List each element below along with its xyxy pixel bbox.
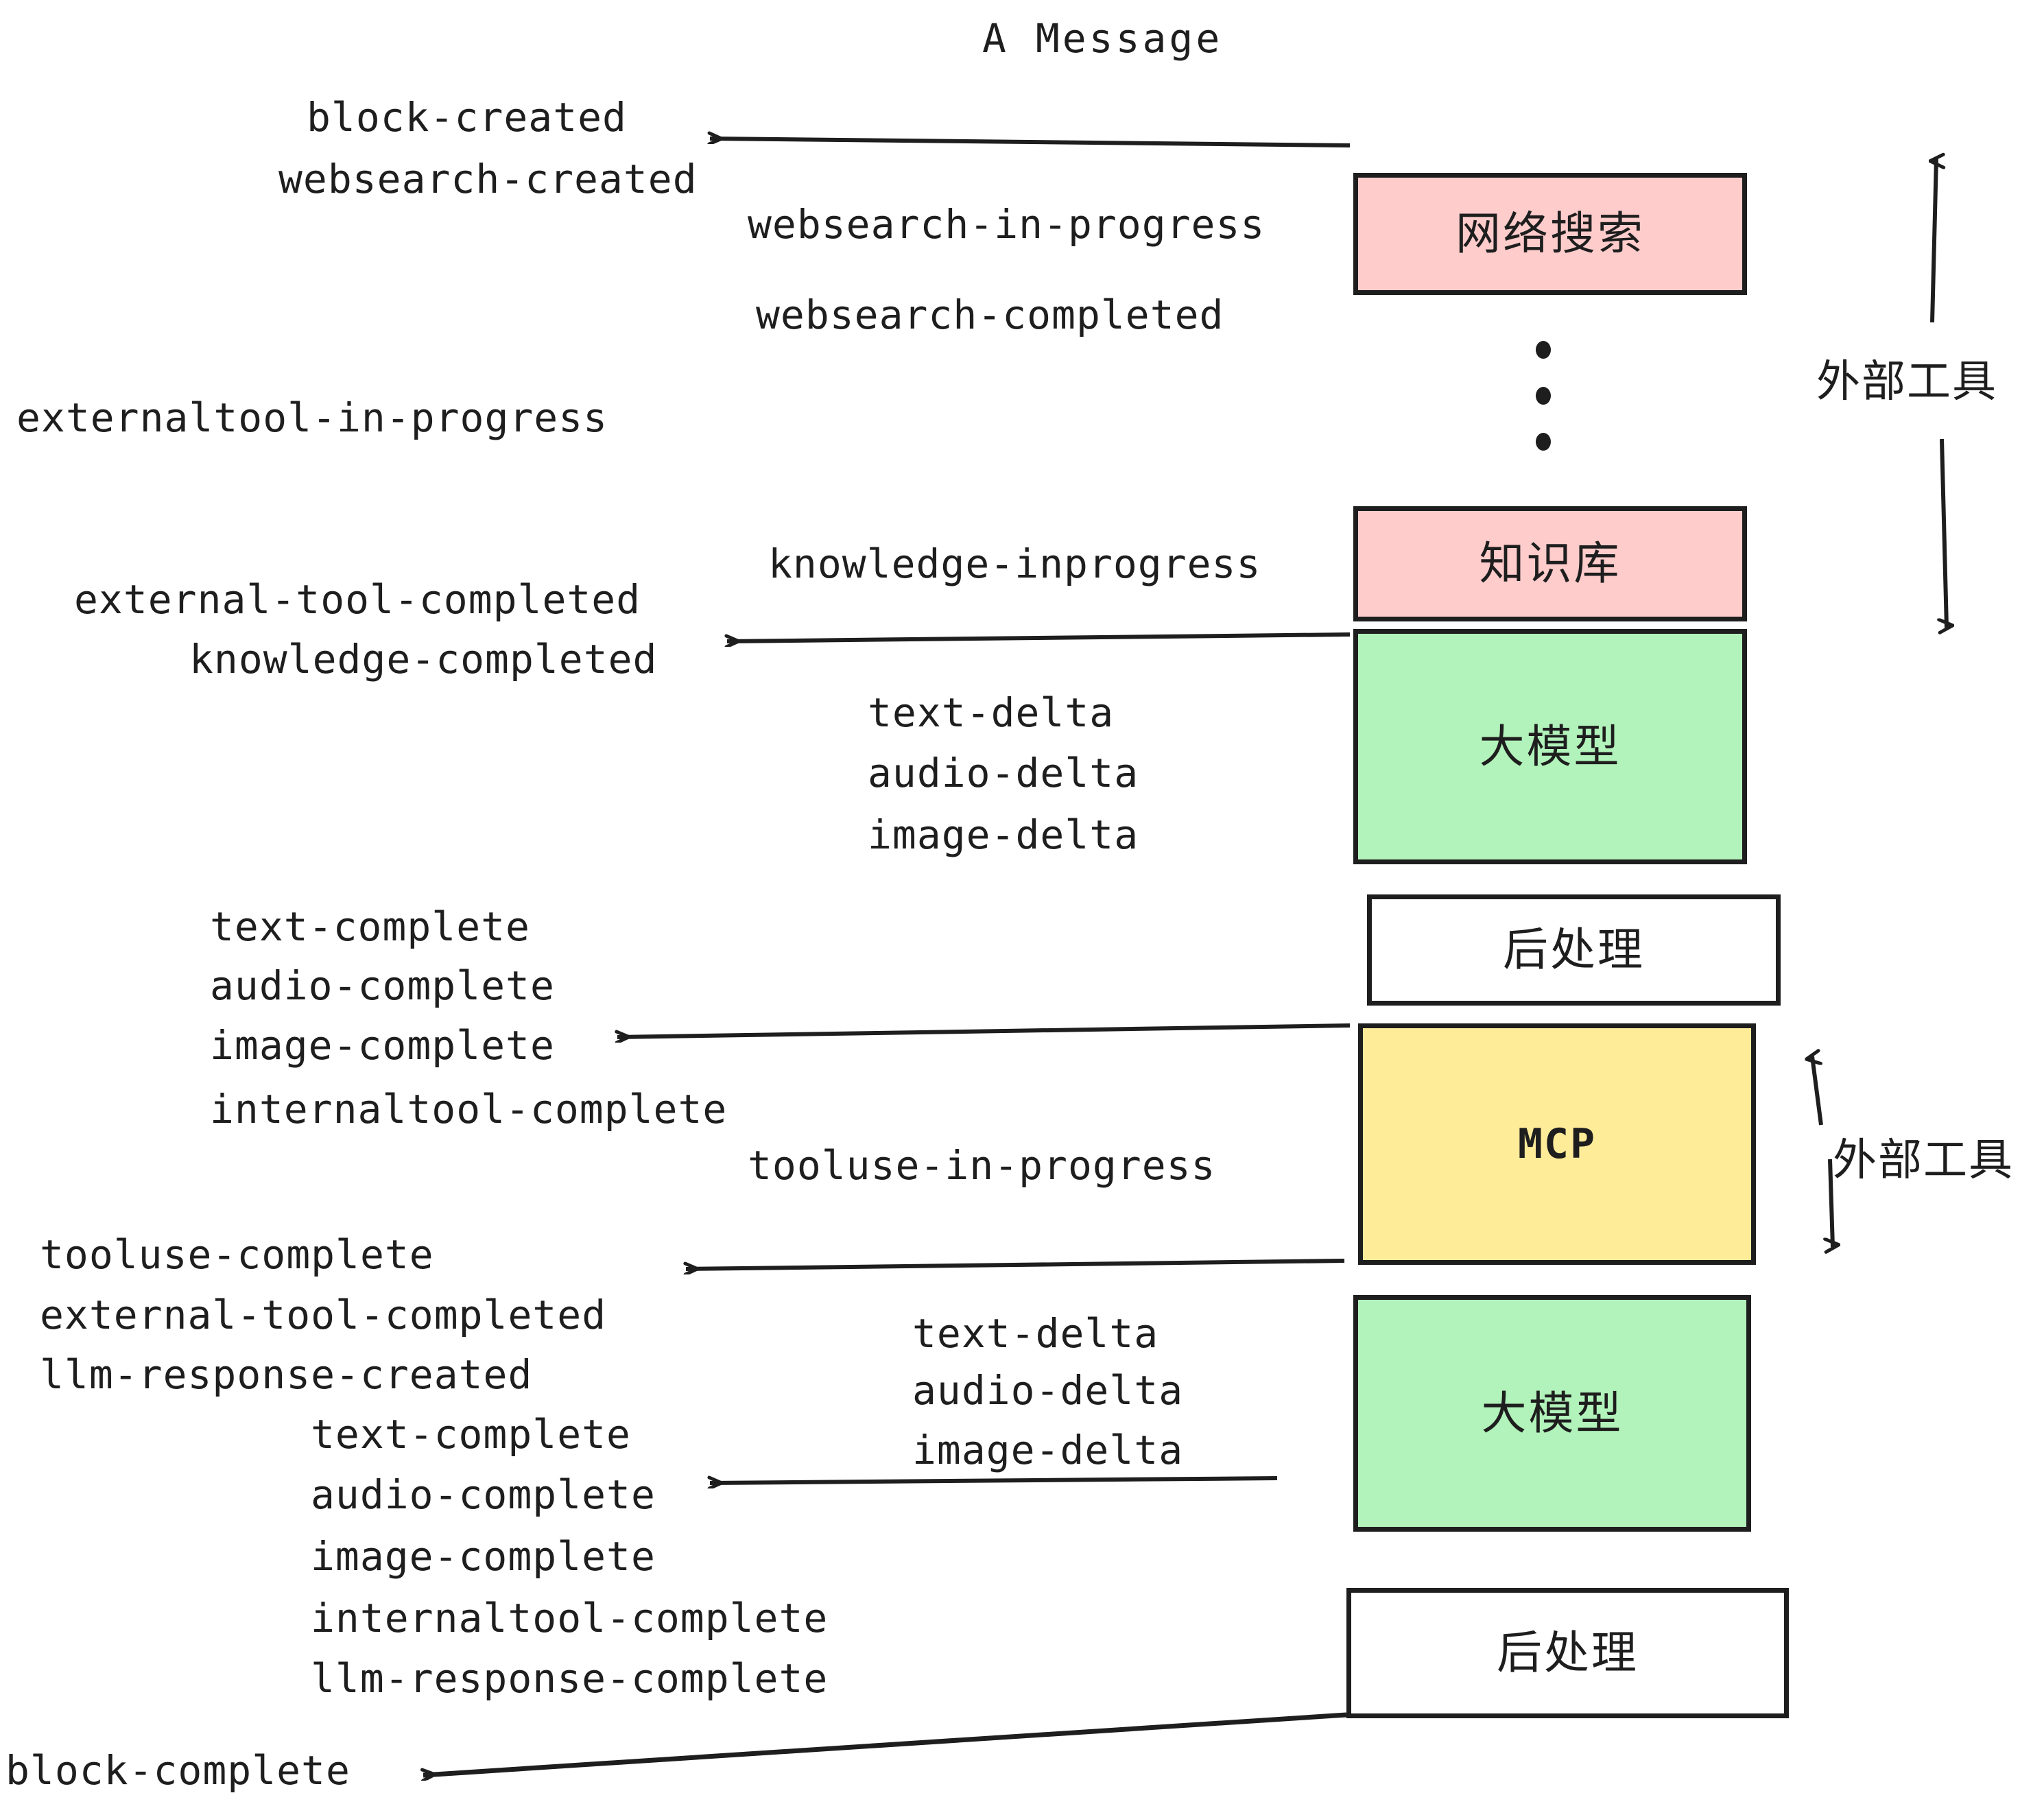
event-label-external-tool-completed-1: external-tool-completed <box>74 576 641 623</box>
box-websearch[interactable]: 网络搜索 <box>1353 173 1747 295</box>
event-label-text-delta-1: text-delta <box>868 689 1115 736</box>
box-llm-upper[interactable]: 大模型 <box>1353 629 1747 864</box>
dot-2 <box>1536 387 1551 405</box>
event-label-externaltool-in-progress: externaltool-in-progress <box>16 394 608 441</box>
arrow-mcp-to-tooluse-complete <box>686 1259 1345 1269</box>
arrow-llm-to-audio-complete <box>710 1478 1278 1483</box>
arrow-postprocess-to-block-complete <box>423 1712 1347 1775</box>
event-label-block-created: block-created <box>307 94 627 141</box>
event-label-text-delta-2: text-delta <box>912 1310 1159 1357</box>
event-label-websearch-completed: websearch-completed <box>756 292 1224 338</box>
event-label-internaltool-complete-1: internaltool-complete <box>210 1086 728 1132</box>
arrow-knowledge-completed <box>727 632 1351 641</box>
box-postprocess-upper[interactable]: 后处理 <box>1367 894 1781 1006</box>
event-label-image-complete-2: image-complete <box>311 1533 656 1580</box>
event-label-knowledge-inprogress: knowledge-inprogress <box>768 541 1261 587</box>
dot-1 <box>1536 341 1551 359</box>
event-label-llm-response-complete: llm-response-complete <box>311 1655 829 1702</box>
event-label-tooluse-complete: tooluse-complete <box>40 1231 434 1278</box>
event-label-websearch-in-progress: websearch-in-progress <box>748 201 1265 248</box>
ellipsis-dots <box>1535 341 1552 451</box>
event-label-image-delta-2: image-delta <box>912 1427 1184 1473</box>
event-label-internaltool-complete-2: internaltool-complete <box>311 1595 829 1641</box>
box-label-knowledgebase: 知识库 <box>1479 537 1621 590</box>
event-label-llm-response-created: llm-response-created <box>40 1351 533 1398</box>
event-label-websearch-created: websearch-created <box>278 156 698 202</box>
event-label-tooluse-in-progress: tooluse-in-progress <box>748 1142 1216 1189</box>
event-label-audio-delta-2: audio-delta <box>912 1367 1184 1414</box>
box-knowledgebase[interactable]: 知识库 <box>1353 506 1747 621</box>
event-label-image-delta-1: image-delta <box>868 811 1139 858</box>
event-label-external-tool-completed-2: external-tool-completed <box>40 1292 607 1338</box>
event-label-audio-complete-1: audio-complete <box>210 962 555 1009</box>
event-label-audio-complete-2: audio-complete <box>311 1471 656 1518</box>
box-label-postprocess-upper: 后处理 <box>1503 923 1645 976</box>
dot-3 <box>1536 433 1551 451</box>
box-label-llm-lower: 大模型 <box>1481 1386 1624 1440</box>
box-label-llm-upper: 大模型 <box>1479 720 1621 773</box>
box-label-postprocess-lower: 后处理 <box>1497 1626 1639 1679</box>
side-label-external-tools-bottom: 外部工具 <box>1833 1135 2014 1186</box>
event-label-block-complete: block-complete <box>5 1747 350 1794</box>
event-label-audio-delta-1: audio-delta <box>868 750 1139 796</box>
event-label-text-complete-1: text-complete <box>210 903 530 950</box>
side-label-external-tools-top: 外部工具 <box>1816 357 1997 407</box>
event-label-text-complete-2: text-complete <box>311 1411 631 1458</box>
diagram-title: A Message <box>982 15 1223 62</box>
box-llm-lower[interactable]: 大模型 <box>1353 1295 1751 1532</box>
box-label-websearch: 网络搜索 <box>1455 207 1645 260</box>
event-label-knowledge-completed: knowledge-completed <box>189 636 658 683</box>
external-tools-bracket-bottom <box>1812 1056 1833 1247</box>
box-mcp[interactable]: MCP <box>1358 1023 1756 1265</box>
box-label-mcp: MCP <box>1517 1120 1597 1168</box>
event-label-image-complete-1: image-complete <box>210 1022 555 1069</box>
arrow-websearch-to-created <box>710 139 1351 147</box>
arrow-postprocess-to-image-complete <box>617 1023 1351 1037</box>
box-postprocess-lower[interactable]: 后处理 <box>1346 1588 1789 1718</box>
